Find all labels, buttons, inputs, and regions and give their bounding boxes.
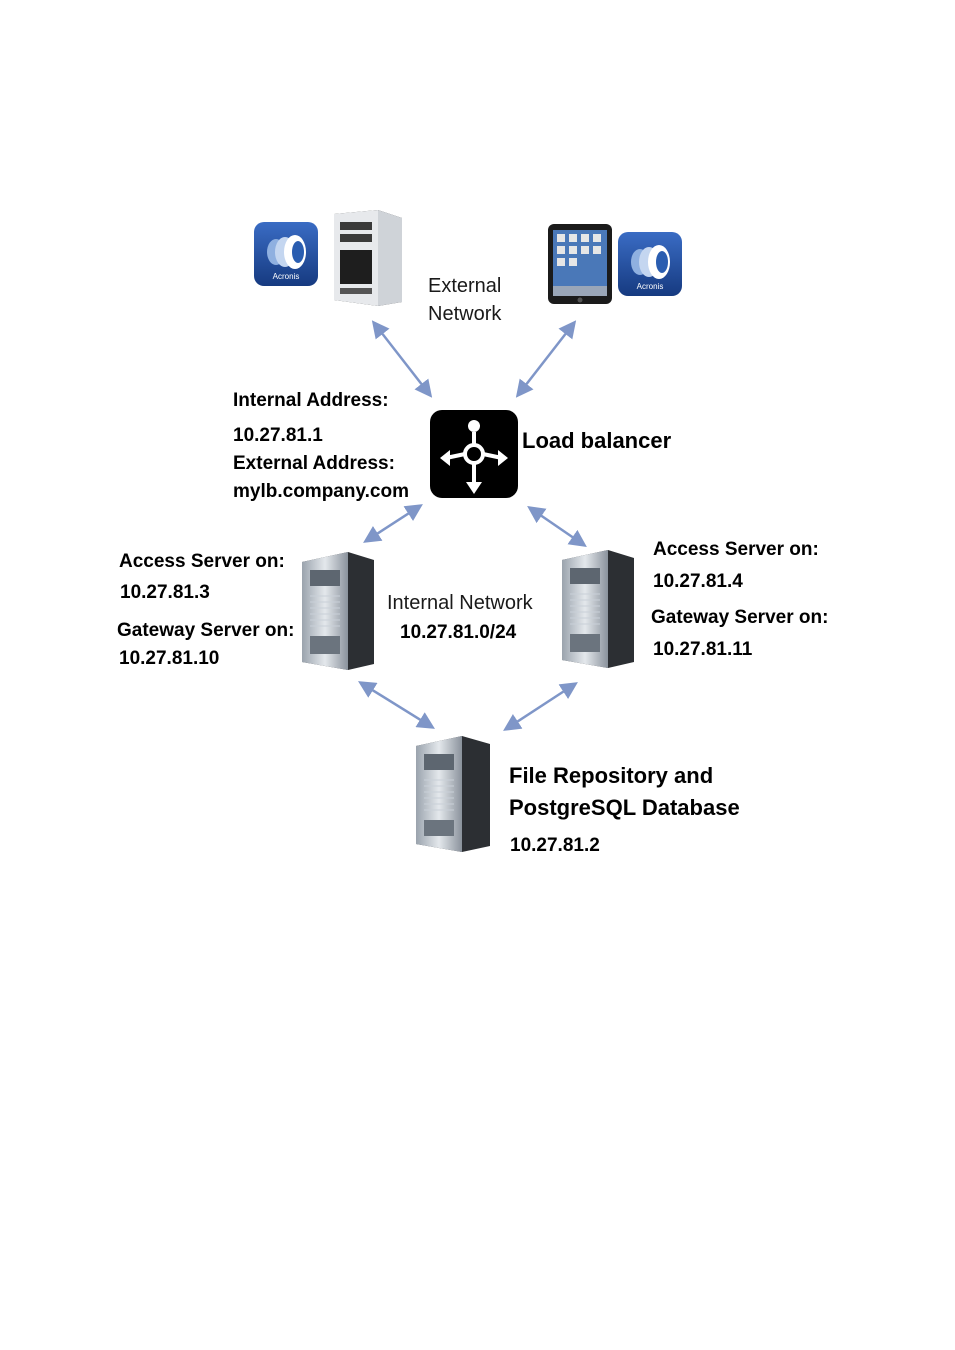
lb-internal-address-label: Internal Address:: [233, 390, 389, 411]
database-ip: 10.27.81.2: [510, 835, 600, 856]
arrow-lb-to-right-server: [527, 506, 587, 547]
left-access-server-ip: 10.27.81.3: [120, 582, 210, 603]
svg-text:Acronis: Acronis: [637, 282, 664, 291]
right-access-server-label: Access Server on:: [653, 539, 819, 560]
right-gateway-server-label: Gateway Server on:: [651, 607, 829, 628]
arrow-desktop-to-lb: [371, 320, 433, 398]
internal-network-subnet: 10.27.81.0/24: [400, 622, 517, 643]
right-gateway-server-ip: 10.27.81.11: [653, 639, 753, 660]
right-access-server-ip: 10.27.81.4: [653, 571, 743, 592]
left-server-icon: [302, 552, 374, 670]
lb-external-address-label: External Address:: [233, 453, 395, 474]
arrow-lb-to-left-server: [363, 504, 423, 543]
acronis-logo-left: Acronis: [254, 222, 318, 286]
right-server-icon: [562, 550, 634, 668]
external-network-line2: Network: [428, 303, 502, 325]
database-server-icon: [416, 736, 490, 852]
lb-internal-address-value: 10.27.81.1: [233, 425, 323, 446]
svg-text:Acronis: Acronis: [273, 272, 300, 281]
left-access-server-label: Access Server on:: [119, 551, 285, 572]
acronis-logo-right: Acronis: [618, 232, 682, 296]
external-network-label: External Network: [428, 272, 501, 328]
database-title-line2: PostgreSQL Database: [509, 795, 740, 820]
left-gateway-server-label: Gateway Server on:: [117, 620, 295, 641]
external-network-line1: External: [428, 275, 502, 297]
load-balancer-icon: [430, 410, 518, 498]
arrow-left-server-to-db: [358, 681, 435, 729]
load-balancer-title: Load balancer: [522, 428, 672, 453]
left-gateway-server-ip: 10.27.81.10: [119, 648, 220, 669]
tablet-icon: [548, 224, 612, 304]
lb-external-address-value: mylb.company.com: [233, 481, 409, 502]
desktop-computer-icon: [326, 210, 404, 306]
internal-network-label: Internal Network: [387, 592, 533, 614]
arrow-tablet-to-lb: [515, 320, 577, 398]
database-title-line1: File Repository and: [509, 763, 714, 788]
arrow-right-server-to-db: [503, 682, 578, 731]
